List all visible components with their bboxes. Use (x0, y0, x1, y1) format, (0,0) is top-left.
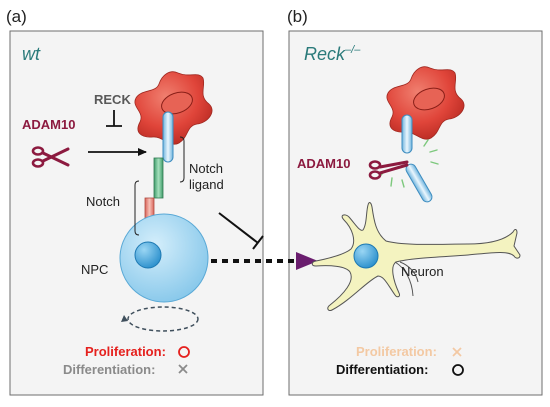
scissors-icon (368, 160, 409, 180)
ligand-stub-b (401, 114, 413, 154)
reck-label: RECK (94, 92, 131, 107)
notch-ligand-bracket (179, 136, 185, 183)
panel-b-status: Proliferation: Differentiation: (336, 344, 464, 377)
adam10-label-b: ADAM10 (297, 156, 350, 171)
neuron-cell (311, 202, 521, 311)
circle-mark-icon (452, 364, 464, 376)
proliferation-label-b: Proliferation: (356, 344, 437, 359)
notch-receptor-extracellular (153, 157, 164, 199)
notch-ligand-label-line1: Notch (189, 161, 223, 176)
signal-cell-a (134, 71, 213, 145)
npc-label: NPC (81, 262, 108, 277)
transition-arrowhead (296, 252, 318, 270)
circle-mark-icon (178, 346, 190, 358)
reck-inhibition-mark (106, 110, 122, 127)
npc-nucleus (134, 241, 162, 269)
differentiation-inhibition-mark (218, 212, 264, 250)
npc-cell (119, 213, 209, 303)
notch-label: Notch (86, 194, 120, 209)
panel-a-frame (9, 30, 264, 396)
notch-bracket (134, 180, 140, 236)
cross-mark-icon (452, 347, 462, 357)
notch-ligand-a (162, 111, 174, 163)
neuron-nucleus (353, 243, 379, 269)
panel-a-letter: (a) (6, 7, 27, 26)
proliferation-cycle-icon (121, 306, 199, 332)
scissors-icon (31, 146, 70, 168)
notch-ligand-label-line2: ligand (189, 177, 224, 192)
neuron-label: Neuron (401, 264, 444, 279)
panel-a-title: wt (22, 44, 41, 64)
differentiation-label-b: Differentiation: (336, 362, 428, 377)
signal-cell-nucleus (161, 91, 193, 115)
panel-b-letter: (b) (287, 7, 308, 26)
released-ligand-fragment (405, 163, 433, 203)
panel-a-status: Proliferation: Differentiation: (63, 344, 190, 377)
panel-b-title: Reck–/– (304, 44, 361, 64)
proliferation-label-a: Proliferation: (85, 344, 166, 359)
cross-mark-icon (178, 364, 188, 374)
differentiation-label-a: Differentiation: (63, 362, 155, 377)
signal-cell-b-nucleus (413, 87, 445, 111)
adam10-label-a: ADAM10 (22, 117, 75, 132)
